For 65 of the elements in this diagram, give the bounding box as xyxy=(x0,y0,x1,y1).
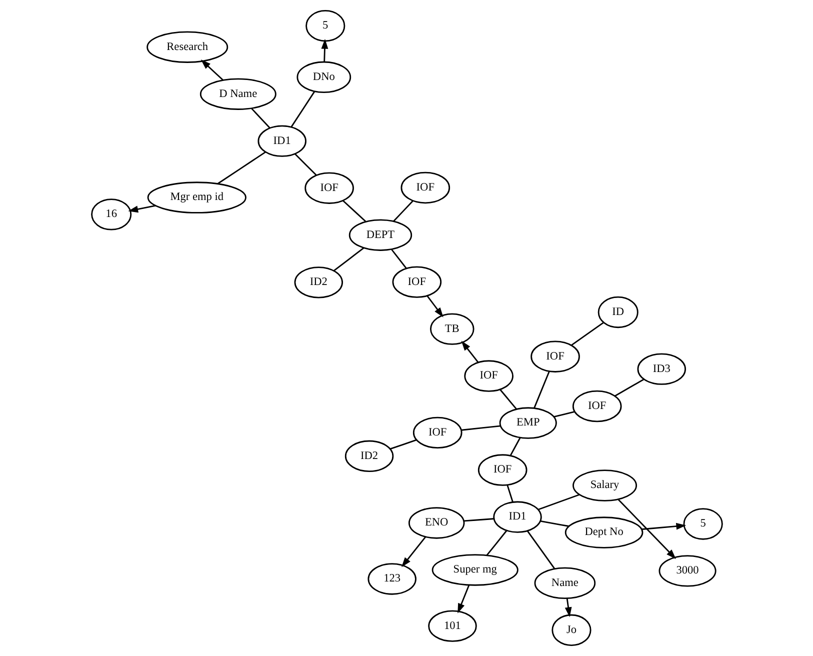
node-ellipse: 5 xyxy=(682,508,722,540)
node-ellipse: 16 xyxy=(90,198,132,230)
node-ellipse: Research xyxy=(146,31,228,63)
connector xyxy=(332,247,364,272)
arrow xyxy=(426,295,443,318)
connector xyxy=(486,530,507,556)
connector xyxy=(498,388,517,410)
arrow xyxy=(460,340,478,363)
node-ellipse: 101 xyxy=(428,610,476,642)
node-ellipse: IOF xyxy=(477,454,527,486)
node-ellipse: TB xyxy=(430,313,474,345)
node-ellipse: EMP xyxy=(498,407,556,439)
node-ellipse: Super mg xyxy=(431,554,518,586)
arrow xyxy=(617,498,676,560)
node-ellipse: Salary xyxy=(572,470,637,502)
node-ellipse: IOF xyxy=(572,390,622,422)
connector xyxy=(216,151,266,184)
arrow xyxy=(400,536,426,568)
connector xyxy=(460,425,500,431)
connector xyxy=(463,518,494,522)
connector xyxy=(614,378,644,397)
connector xyxy=(570,322,604,346)
node-ellipse: Mgr emp id xyxy=(146,182,246,214)
node-ellipse: ID3 xyxy=(636,353,686,385)
node-ellipse: 5 xyxy=(305,10,345,42)
node-ellipse: IOF xyxy=(412,416,462,449)
node-ellipse: IOF xyxy=(400,172,450,204)
connector xyxy=(250,108,270,128)
arrow xyxy=(128,205,156,213)
connector xyxy=(553,411,574,418)
node-ellipse: IOF xyxy=(304,172,354,204)
connector xyxy=(532,371,550,409)
arrow xyxy=(564,598,572,618)
arrow xyxy=(457,584,470,614)
arrow xyxy=(641,522,686,530)
node-ellipse: IOF xyxy=(392,266,442,298)
node-ellipse: Name xyxy=(534,567,596,599)
node-ellipse: IOF xyxy=(530,340,580,372)
connector xyxy=(540,520,569,527)
node-ellipse: ID1 xyxy=(257,125,306,157)
connector xyxy=(390,248,406,269)
arrow xyxy=(320,38,328,62)
node-ellipse: Dept No xyxy=(564,516,643,548)
connector xyxy=(342,200,366,222)
connector xyxy=(389,439,416,450)
connector xyxy=(509,437,520,456)
node-ellipse: ID2 xyxy=(344,440,394,472)
node-ellipse: ID xyxy=(597,296,638,328)
node-ellipse: DEPT xyxy=(348,219,412,251)
node-ellipse: Jo xyxy=(551,614,591,646)
connector xyxy=(506,484,513,502)
connector xyxy=(526,530,555,570)
node-ellipse: ENO xyxy=(408,507,464,539)
connector xyxy=(290,91,315,128)
node-ellipse: D Name xyxy=(199,78,276,110)
connector xyxy=(537,494,580,510)
connector xyxy=(392,200,413,222)
node-ellipse: ID2 xyxy=(294,266,342,298)
node-ellipse: DNo xyxy=(296,61,351,93)
node-ellipse: 123 xyxy=(367,563,416,595)
node-ellipse: 3000 xyxy=(658,555,716,587)
connector xyxy=(294,153,316,176)
arrow xyxy=(200,60,224,81)
node-ellipse: ID1 xyxy=(492,501,542,533)
node-ellipse: IOF xyxy=(464,360,513,392)
